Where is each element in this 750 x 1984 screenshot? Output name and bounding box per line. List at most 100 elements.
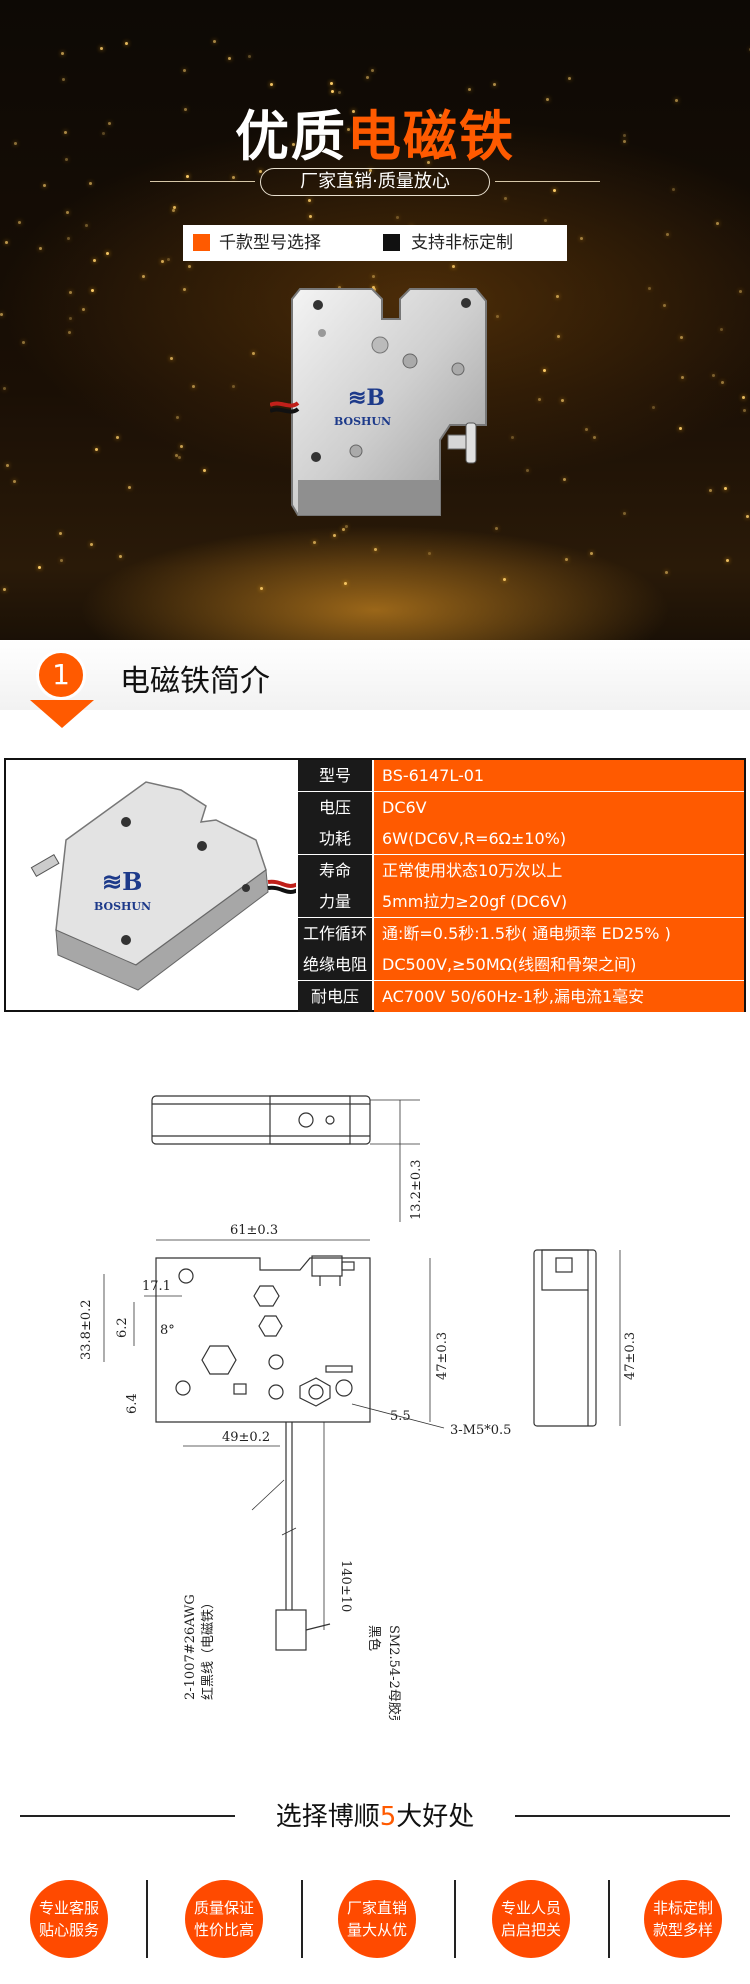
benefit-badge: 非标定制款型多样 (644, 1880, 722, 1958)
sparkle (177, 456, 181, 460)
spec-key: 力量 (298, 886, 372, 917)
spec-value: BS-6147L-01 (374, 760, 744, 791)
sparkle (680, 375, 684, 379)
benefit-badge: 厂家直销量大从优 (338, 1880, 416, 1958)
sparkle (67, 237, 71, 241)
sparkle (68, 290, 72, 294)
sparkle (38, 246, 42, 250)
sparkle (12, 480, 16, 484)
sparkle (62, 78, 66, 82)
benefit-text: 厂家直销 (346, 1899, 407, 1917)
sparkle (63, 131, 67, 135)
sparkle (511, 436, 515, 440)
sparkle (61, 51, 65, 55)
hero-title: 优质电磁铁 (0, 92, 750, 171)
spec-key: 绝缘电阻 (298, 949, 372, 980)
sparkle (672, 188, 676, 192)
sparkle (102, 132, 106, 136)
benefit-text: 质量保证 (193, 1899, 254, 1917)
sparkle (495, 315, 499, 319)
benefit-badge: 专业人员启启把关 (492, 1880, 570, 1958)
sparkle (13, 142, 17, 146)
sparkle (107, 122, 111, 126)
sparkle (347, 127, 351, 131)
sparkle (0, 312, 4, 316)
holes-label: 3-M5*0.5 (450, 1423, 511, 1438)
sparkle (18, 221, 22, 225)
sparkle (543, 219, 547, 223)
feature-item: 支持非标定制 (411, 233, 513, 253)
sparkle (348, 180, 352, 184)
sparkle (742, 408, 746, 412)
section-marker-triangle (30, 700, 94, 728)
sparkle (59, 558, 63, 562)
sparkle (167, 258, 171, 262)
spec-value: DC6V (374, 791, 744, 823)
sparkle (452, 264, 456, 268)
sparkle (161, 260, 165, 264)
sparkle (439, 113, 443, 117)
sparkle (369, 168, 373, 172)
sparkle (427, 551, 431, 555)
benefits-title-number: 5 (379, 1802, 397, 1832)
sparkle (66, 210, 70, 214)
spec-key: 型号 (298, 760, 372, 791)
sparkle (493, 82, 497, 86)
sparkle (370, 69, 374, 73)
sparkle (106, 251, 110, 255)
sparkle (141, 274, 145, 278)
sparkle (312, 540, 316, 544)
spec-row: 工作循环通:断=0.5秒:1.5秒( 通电频率 ED25% ) (298, 917, 744, 949)
sparkle (647, 287, 651, 291)
benefit-divider (454, 1880, 456, 1958)
sparkle (427, 160, 431, 164)
sparkle (182, 288, 186, 292)
dim-width: 61±0.3 (230, 1223, 278, 1238)
sparkle (585, 428, 589, 432)
benefit-text: 量大从优 (346, 1921, 407, 1939)
spec-key: 功耗 (298, 823, 372, 854)
sparkle (675, 98, 679, 102)
sparkle (542, 369, 546, 373)
sparkle (291, 142, 295, 146)
sparkle (260, 587, 264, 591)
sparkle (5, 241, 9, 245)
sparkle (232, 384, 236, 388)
hero-subtitle: 厂家直销·质量放心 (260, 168, 490, 196)
brand-logo-text: BOSHUN (94, 900, 151, 913)
sparkle (330, 90, 334, 94)
black-square-icon (383, 234, 400, 251)
benefit-text: 专业人员 (500, 1899, 561, 1917)
sparkle (212, 40, 216, 43)
sparkle (579, 236, 583, 240)
divider-left (20, 1815, 235, 1817)
sparkle (42, 183, 46, 187)
sparkle (546, 97, 550, 101)
connector-color: 黑色 (366, 1625, 382, 1651)
dim-17: 17.1 (142, 1279, 171, 1294)
brand-logo-text: BOSHUN (334, 415, 391, 428)
sparkle (100, 47, 104, 51)
sparkle (590, 552, 594, 556)
wire-label-2: 红黑线（电磁铁） (200, 1596, 216, 1700)
divider-right (515, 1815, 730, 1817)
hero-subtitle-group: 厂家直销·质量放心 (150, 168, 600, 196)
svg-text:≋B: ≋B (348, 385, 385, 411)
feature-bar: 千款型号选择 支持非标定制 (183, 225, 567, 261)
sparkle (127, 485, 131, 489)
sparkle (69, 317, 73, 321)
sparkle (2, 386, 6, 390)
sparkle (345, 524, 349, 528)
sparkle (92, 258, 96, 262)
sparkle (503, 197, 507, 201)
hero-product-image: ≋B BOSHUN (270, 288, 487, 516)
wire-label: 2-1007#26AWG (183, 1594, 198, 1700)
sparkle (679, 335, 683, 339)
sparkle (37, 565, 41, 569)
dim-side-height: 47±0.3 (623, 1332, 638, 1380)
sparkle (711, 373, 715, 377)
section-header-bg (0, 640, 750, 710)
